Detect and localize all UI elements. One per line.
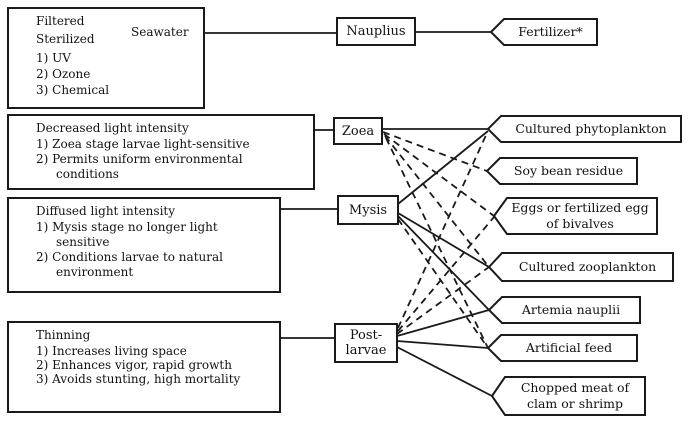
- postlarvae-label-line2: larvae: [345, 343, 387, 358]
- zooplankton-label: Cultured zooplankton: [518, 259, 657, 274]
- chopped-meat-label: Chopped meat of clam or shrimp: [520, 380, 630, 411]
- decreased-light-item1: 1) Zoea stage larvae light-sensitive: [36, 137, 250, 151]
- thinning-item1: 1) Increases living space: [36, 344, 187, 358]
- diffused-light-title: Diffused light intensity: [36, 204, 176, 218]
- thinning-title: Thinning: [36, 328, 91, 342]
- seawater-label: Seawater: [131, 25, 189, 39]
- edge-zoea-bivalve-eggs: [383, 133, 495, 217]
- filter-item-ozone: 2) Ozone: [36, 67, 91, 81]
- edge-postlarvae-chopped-meat: [396, 346, 493, 397]
- fertilizer-label: Fertilizer*: [518, 24, 583, 39]
- mysis-label: Mysis: [348, 202, 388, 218]
- zoea-label: Zoea: [341, 123, 375, 139]
- soy-bean-shape: [485, 157, 638, 185]
- phytoplankton-shape: [486, 115, 682, 143]
- filter-box-title-line2: Sterilized: [36, 32, 95, 46]
- nauplius-box-shape: [336, 17, 416, 46]
- filter-box-title-line1: Filtered: [36, 14, 85, 28]
- postlarvae-box-shape: [334, 323, 398, 363]
- edge-mysis-artificial-feed: [397, 218, 489, 349]
- diffused-light-box-shape: [7, 197, 281, 293]
- edge-mysis-phytoplankton: [397, 130, 489, 205]
- fertilizer-shape: [489, 18, 598, 46]
- edge-zoea-soy-bean: [382, 131, 488, 172]
- decreased-light-title: Decreased light intensity: [36, 121, 189, 135]
- nauplius-label: Nauplius: [346, 24, 406, 39]
- edge-mysis-zooplankton: [397, 212, 490, 268]
- chopped-meat-shape: [490, 376, 646, 416]
- decreased-light-item2: 2) Permits uniform environmental conditi…: [36, 152, 243, 181]
- edge-postlarvae-artificial-feed: [396, 340, 489, 349]
- bivalve-eggs-shape: [492, 197, 658, 235]
- edge-postlarvae-artemia: [396, 309, 490, 337]
- filter-box-shape: [7, 7, 205, 109]
- thinning-item3: 3) Avoids stunting, high mortality: [36, 372, 241, 386]
- artemia-shape: [487, 296, 641, 324]
- bivalve-eggs-label: Eggs or fertilized egg of bivalves: [511, 200, 649, 231]
- thinning-box-shape: [7, 321, 281, 413]
- artemia-label: Artemia nauplii: [521, 302, 621, 317]
- thinning-item2: 2) Enhances vigor, rapid growth: [36, 358, 232, 372]
- filter-item-uv: 1) UV: [36, 51, 71, 65]
- phytoplankton-label: Cultured phytoplankton: [515, 121, 667, 136]
- edge-zoea-zooplankton: [384, 135, 490, 268]
- edge-zoea-artificial-feed: [385, 137, 489, 349]
- mysis-box-shape: [337, 195, 399, 225]
- edge-postlarvae-bivalve-eggs: [397, 216, 495, 332]
- zoea-box-shape: [333, 117, 383, 145]
- filter-item-chemical: 3) Chemical: [36, 83, 110, 97]
- zooplankton-shape: [487, 252, 674, 282]
- postlarvae-label-line1: Post-: [349, 328, 383, 343]
- artificial-feed-shape: [486, 334, 638, 362]
- diffused-light-item1: 1) Mysis stage no longer light sensitive: [36, 220, 218, 249]
- postlarvae-label: Post- larvae: [335, 324, 397, 362]
- edge-mysis-artemia: [397, 215, 490, 311]
- soy-bean-label: Soy bean residue: [513, 163, 624, 178]
- diffused-light-item2: 2) Conditions larvae to natural environm…: [36, 250, 223, 279]
- edge-postlarvae-zooplankton: [396, 266, 490, 335]
- artificial-feed-label: Artificial feed: [525, 340, 613, 355]
- decreased-light-box-shape: [7, 114, 315, 190]
